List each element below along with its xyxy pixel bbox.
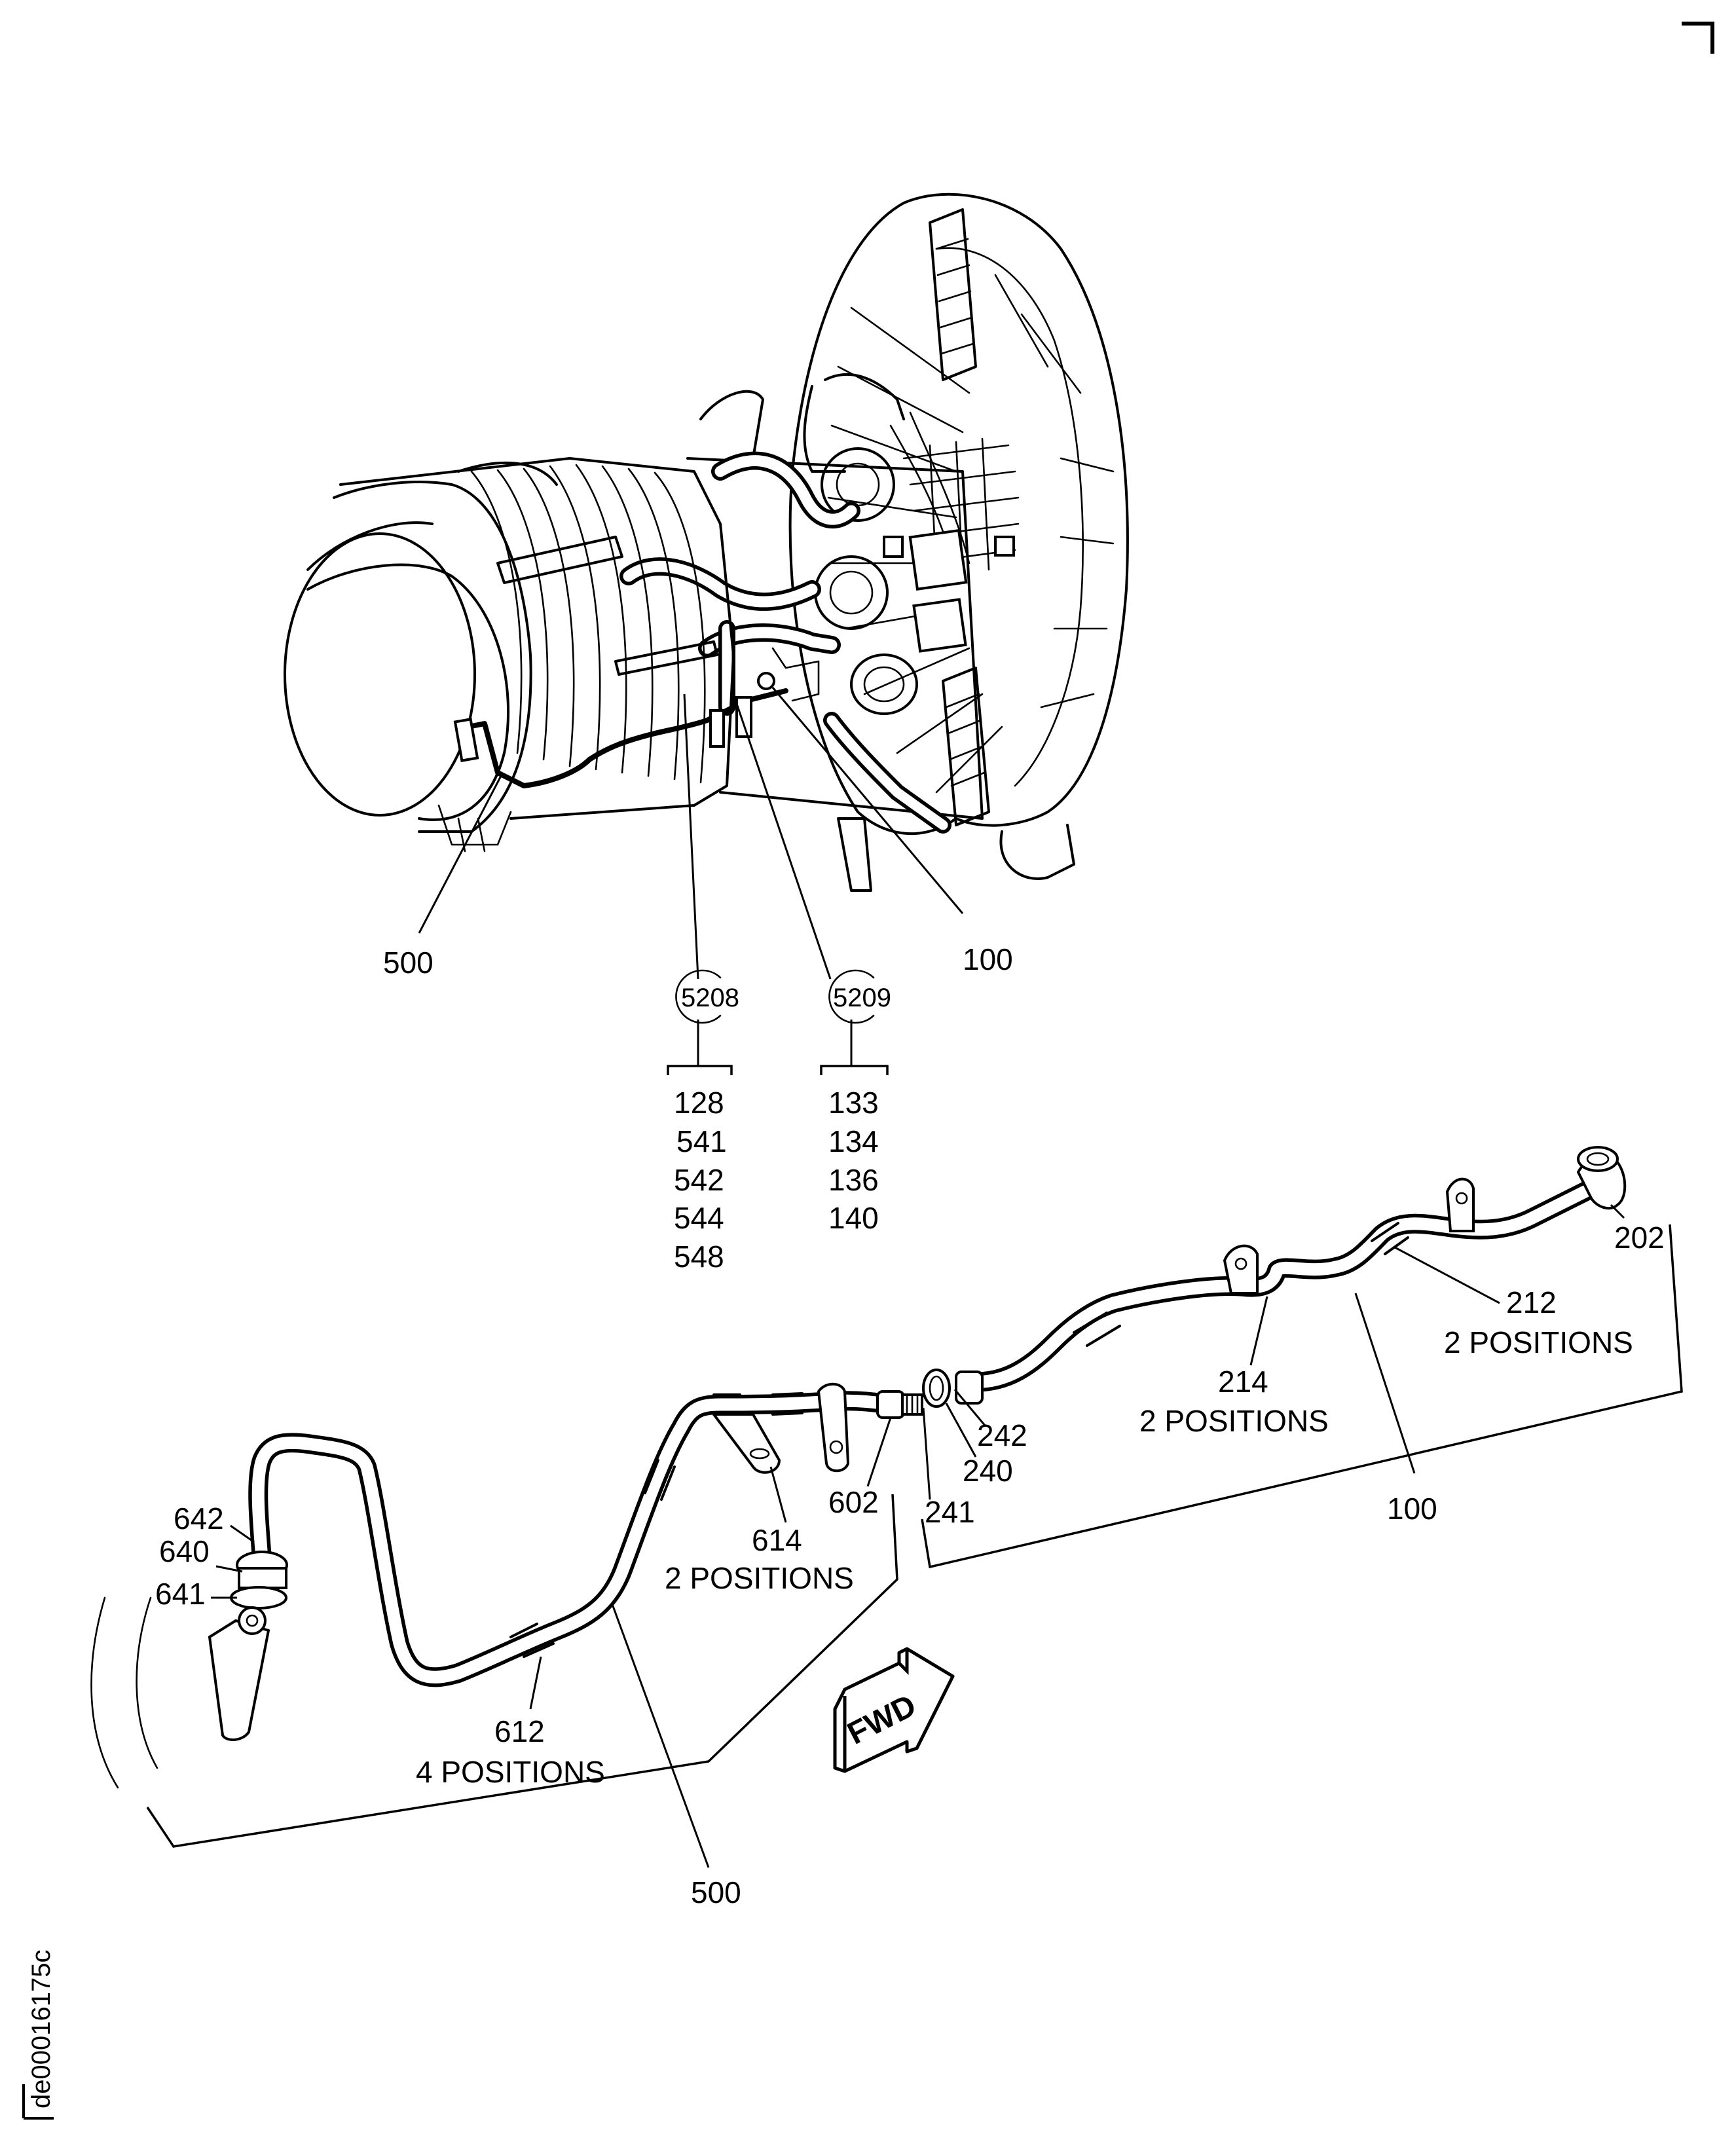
engine-core [686, 411, 1020, 820]
clamp-614 [817, 1382, 850, 1473]
callout-614: 614 [752, 1523, 802, 1557]
clamp-614 [711, 1413, 781, 1474]
fitting-640-642 [230, 1551, 288, 1610]
ref-5209-item: 133 [828, 1086, 879, 1120]
sleeve-212 [1073, 1312, 1121, 1347]
callout-212: 212 [1506, 1285, 1557, 1319]
callout-202: 202 [1614, 1221, 1665, 1255]
ref-5209-item: 140 [828, 1201, 879, 1235]
callout-242: 242 [977, 1418, 1027, 1452]
tube-500-assembly [90, 1382, 923, 1789]
callout-241: 241 [925, 1495, 975, 1529]
ref-5208-item: 542 [674, 1163, 724, 1197]
callout-240: 240 [963, 1454, 1013, 1488]
callout-642: 642 [174, 1501, 224, 1536]
engine-casing [284, 457, 735, 853]
fitting-202 [1576, 1146, 1627, 1210]
callout-640: 640 [159, 1534, 210, 1568]
callout-614-note: 2 POSITIONS [665, 1561, 854, 1595]
ref-5208: 5208 [681, 984, 739, 1012]
callout-100-engine: 100 [963, 942, 1013, 976]
fitting-240-242 [922, 1369, 984, 1408]
ref-5208-item: 128 [674, 1086, 724, 1120]
callout-602: 602 [828, 1485, 879, 1519]
callout-214: 214 [1218, 1365, 1268, 1399]
callout-212-note: 2 POSITIONS [1444, 1325, 1633, 1359]
ref-5209-item: 134 [828, 1124, 879, 1158]
sleeve-212 [1371, 1222, 1409, 1255]
reference-group-5208: 5208 128 541 542 544 548 [667, 969, 739, 1274]
engine-illustration [284, 193, 1129, 892]
mating-port [90, 1596, 270, 1789]
ref-5208-item: 548 [674, 1240, 724, 1274]
corner-mark-top-right [1682, 22, 1714, 54]
forward-arrow-icon: FWD [833, 1647, 955, 1773]
callout-612-note: 4 POSITIONS [416, 1755, 605, 1789]
ref-circle-5208 [675, 969, 722, 1024]
clamp-214 [1445, 1177, 1475, 1232]
fitting-602 [876, 1390, 923, 1419]
ref-circle-5209 [828, 969, 875, 1024]
callout-641: 641 [155, 1577, 206, 1611]
ref-5209-item: 136 [828, 1163, 879, 1197]
figure-id: de00016175c [27, 1950, 56, 2108]
ref-5208-item: 544 [674, 1201, 724, 1235]
engine-callout-leaders [418, 687, 964, 980]
engine-fan-disk [788, 193, 1129, 836]
callout-500-assembly: 500 [691, 1875, 741, 1909]
tube-100-group-bracket [921, 1224, 1683, 1569]
sleeve-612 [644, 1459, 676, 1501]
callout-100-assembly: 100 [1387, 1492, 1437, 1526]
sleeve-612 [771, 1392, 803, 1416]
sleeve-612 [509, 1623, 555, 1658]
engine-plumbing [619, 373, 1075, 892]
reference-group-5209: 5209 133 134 136 140 [820, 969, 891, 1235]
callout-612: 612 [494, 1714, 545, 1748]
ref-5209: 5209 [833, 984, 891, 1012]
tube-500-group-bracket [146, 1494, 898, 1848]
callout-500-engine: 500 [383, 946, 434, 980]
tube-100-assembly [922, 1146, 1627, 1408]
corner-mark-bottom-left [22, 2084, 54, 2120]
callout-214-note: 2 POSITIONS [1139, 1404, 1329, 1438]
ref-5208-item: 541 [676, 1124, 727, 1158]
